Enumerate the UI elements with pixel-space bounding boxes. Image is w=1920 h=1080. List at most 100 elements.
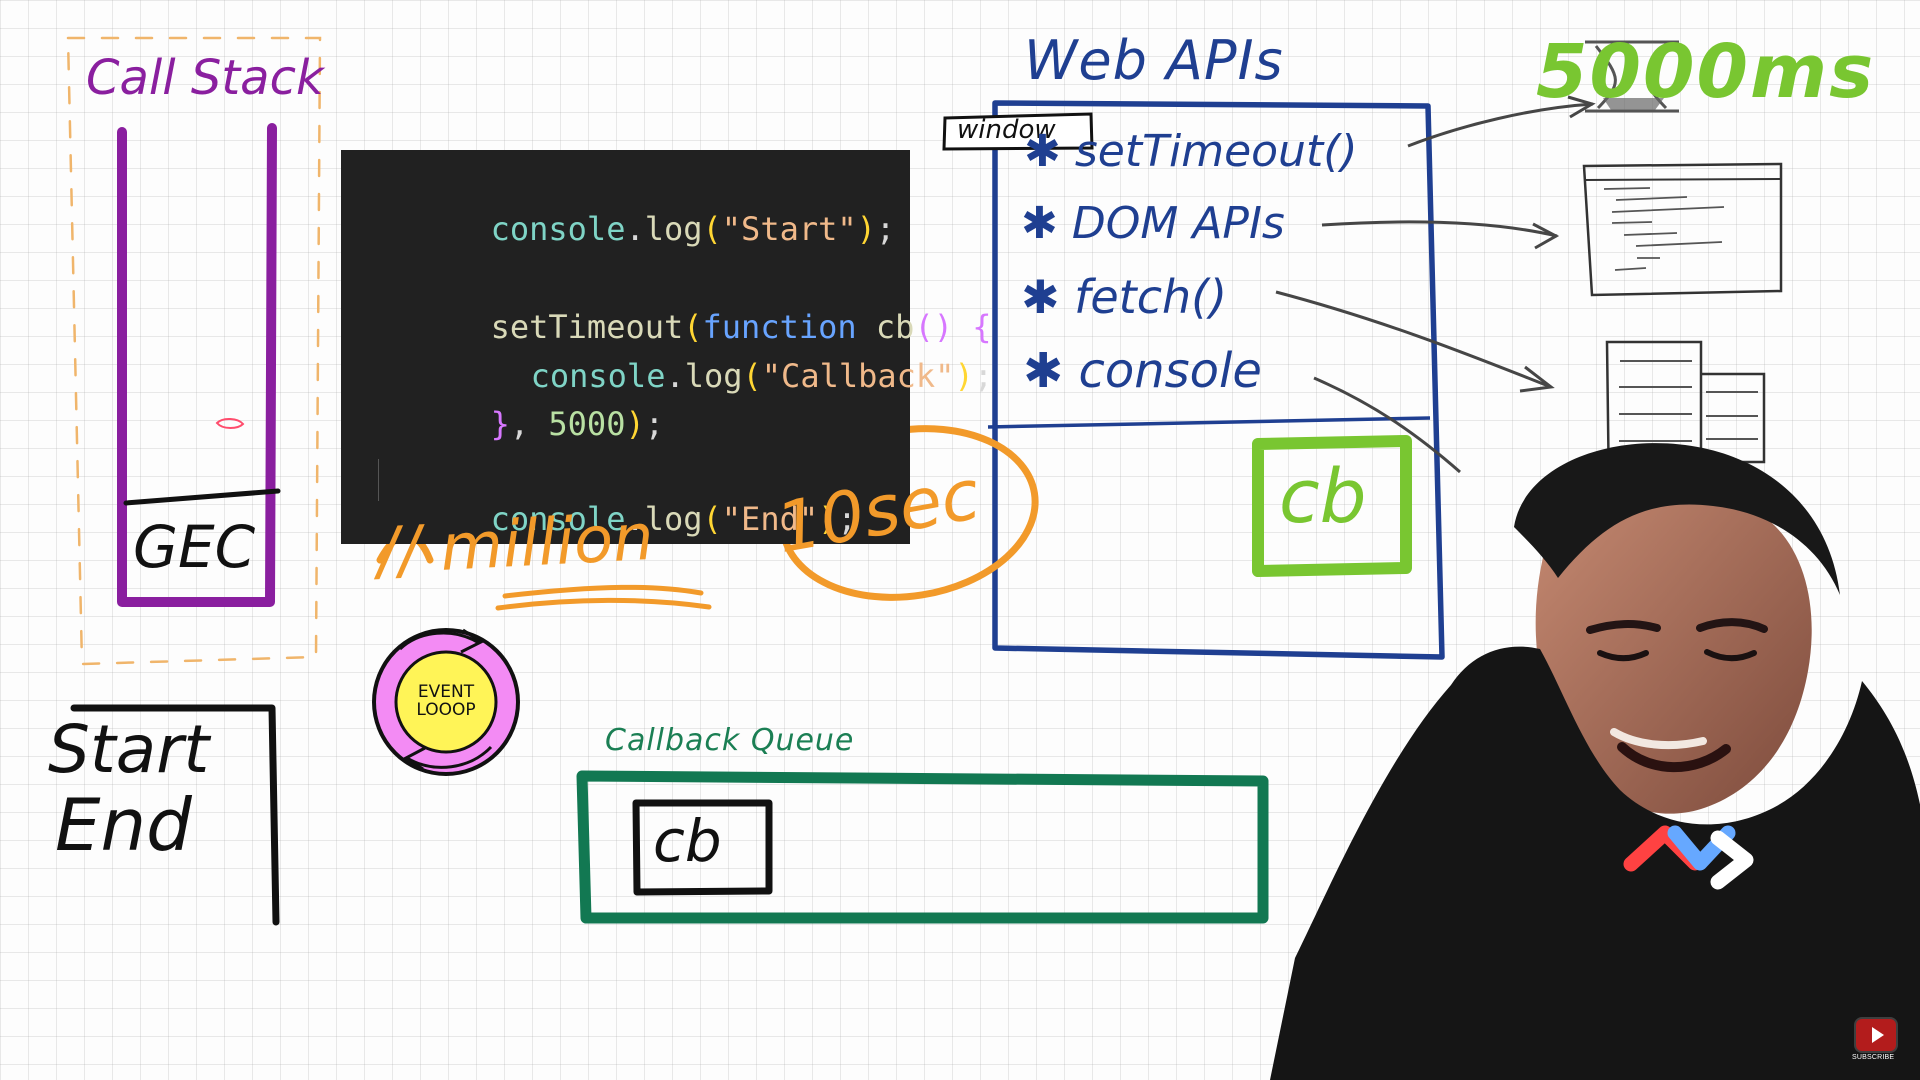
code-token: ( — [702, 210, 722, 248]
settimeout-arrow — [1407, 102, 1594, 148]
code-token — [529, 405, 548, 443]
code-token: ) — [954, 357, 974, 395]
code-line-1: console.log("Start"); — [375, 181, 896, 277]
console-arrow — [1313, 376, 1461, 474]
console-output-start: Start — [48, 711, 210, 788]
code-line-4: }, 5000); — [375, 376, 664, 472]
callback-queue-box — [576, 770, 1269, 924]
youtube-subscribe-label: SUBSCRIBE — [1852, 1054, 1895, 1061]
presenter-hoodie — [1270, 646, 1920, 1080]
code-token: log — [644, 500, 703, 538]
brand-logo-white — [1710, 830, 1754, 890]
pointer-cursor-mark — [215, 418, 245, 429]
hourglass-sand — [1603, 98, 1664, 110]
code-token: setTimeout — [490, 308, 684, 346]
indent-guide — [378, 459, 379, 501]
asterisk-icon: ✱ — [1023, 343, 1079, 399]
hourglass-icon — [1585, 40, 1679, 113]
queue-cb-box — [632, 799, 773, 896]
console-output-end: End — [55, 783, 192, 867]
queue-cb-label: cb — [653, 807, 722, 875]
event-loop-core — [394, 650, 498, 754]
presenter-eyebrows — [1586, 618, 1768, 634]
dom-browser-sketch — [1582, 162, 1783, 297]
code-token: function — [702, 308, 857, 346]
web-api-item-fetch: ✱ fetch() — [1021, 274, 1227, 320]
console-output-bracket — [70, 704, 280, 926]
event-loop-arrows — [398, 631, 493, 769]
code-token: ( — [683, 308, 703, 346]
gec-label: GEC — [133, 513, 256, 581]
annotation-underline — [495, 584, 712, 611]
code-line-5: console.log("End"); — [375, 471, 857, 567]
presenter-face — [1535, 486, 1812, 814]
asterisk-icon: ✱ — [1024, 126, 1075, 177]
code-annotation-comment: // million — [375, 500, 656, 590]
callback-queue-label: Callback Queue — [605, 723, 855, 758]
window-tab — [942, 112, 1094, 151]
code-token: 5000 — [548, 405, 626, 443]
code-token: . — [665, 357, 685, 395]
web-apis-divider — [987, 416, 1431, 429]
web-api-item-console: ✱ console — [1023, 347, 1262, 395]
timer-label: 5000ms — [1536, 29, 1876, 115]
code-token: console — [490, 500, 626, 538]
code-line-3: console.log("Callback"); — [415, 328, 993, 424]
dom-apis-arrow — [1321, 220, 1558, 238]
web-api-item-label: DOM APIs — [1071, 198, 1285, 249]
code-token: ) — [933, 308, 953, 346]
code-token: ; — [875, 210, 896, 248]
window-label: window — [957, 115, 1056, 145]
code-token: ; — [837, 500, 857, 538]
event-loop-label: EVENT LOOOP — [416, 682, 476, 721]
presenter-teeth — [1610, 728, 1707, 750]
web-api-item-label: console — [1078, 343, 1262, 399]
code-token: log — [644, 210, 703, 248]
settimeout-arrowhead — [1567, 95, 1596, 119]
fetch-arrowhead — [1519, 365, 1555, 393]
code-token: ( — [742, 357, 762, 395]
code-token: "End" — [721, 500, 819, 538]
web-apis-title: Web APIs — [1024, 29, 1284, 92]
code-token: ( — [702, 500, 722, 538]
code-token: cb — [875, 308, 915, 346]
event-loop-arrowheads — [403, 628, 484, 771]
presenter-hair — [1514, 443, 1840, 595]
code-token: log — [684, 357, 743, 395]
code-token: } — [490, 405, 510, 443]
presenter-eyes — [1597, 649, 1757, 662]
presenter-image — [1270, 443, 1920, 1080]
fetch-arrow — [1275, 290, 1552, 389]
code-token: { — [972, 308, 992, 346]
code-token: "Callback" — [761, 357, 955, 395]
code-token: ; — [644, 405, 664, 443]
code-token: console — [490, 210, 626, 248]
web-api-item-label: setTimeout() — [1074, 126, 1358, 177]
code-token: . — [625, 210, 645, 248]
call-stack-outline — [117, 123, 277, 607]
dom-apis-arrowhead — [1532, 222, 1560, 250]
presenter-smile — [1617, 742, 1731, 773]
web-api-item-label: fetch() — [1074, 270, 1228, 324]
web-api-item-dom-apis: ✱ DOM APIs — [1021, 202, 1285, 246]
browser-top-line — [1583, 178, 1783, 181]
gec-divider — [123, 488, 281, 506]
code-token: ) — [856, 210, 876, 248]
youtube-subscribe-badge[interactable] — [1856, 1019, 1896, 1051]
code-token: ( — [914, 308, 934, 346]
code-line-2: setTimeout(function cb() { — [375, 279, 992, 375]
web-api-cb-box — [1252, 435, 1412, 577]
web-apis-box — [992, 100, 1445, 660]
code-token: , — [509, 405, 530, 443]
html-code-scribbles — [1603, 187, 1725, 271]
code-token: console — [530, 357, 666, 395]
code-token: "Start" — [721, 210, 857, 248]
web-api-cb-label: cb — [1279, 454, 1367, 540]
web-api-item-settimeout: ✱ setTimeout() — [1024, 130, 1358, 174]
code-token: ; — [973, 357, 993, 395]
server-racks — [1619, 360, 1758, 442]
code-token: . — [625, 500, 645, 538]
code-token: ) — [625, 405, 645, 443]
asterisk-icon: ✱ — [1021, 270, 1075, 324]
